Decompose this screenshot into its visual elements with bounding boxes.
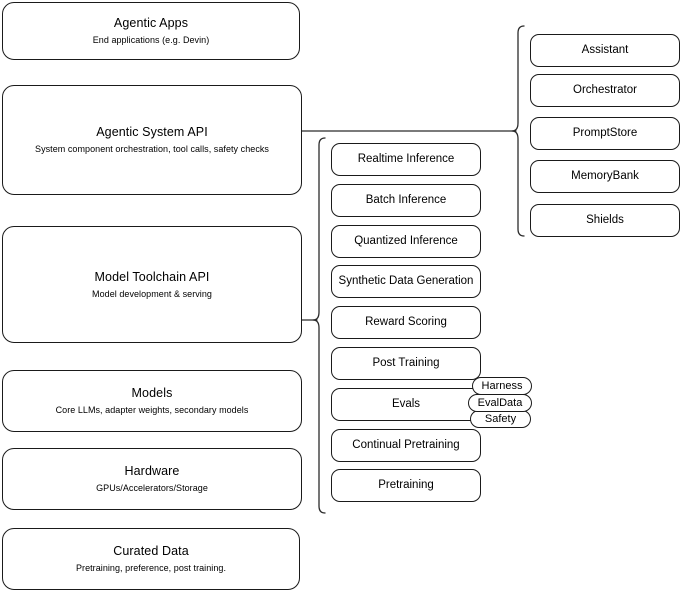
agentic-item-shields[interactable]: Shields bbox=[530, 204, 680, 237]
toolchain-item-label: Quantized Inference bbox=[354, 235, 458, 247]
layer-model-toolchain-api[interactable]: Model Toolchain API Model development & … bbox=[2, 226, 302, 343]
layer-title: Hardware bbox=[124, 464, 180, 478]
agentic-item-label: Orchestrator bbox=[573, 84, 637, 96]
toolchain-item-label: Reward Scoring bbox=[365, 316, 447, 328]
layer-subtitle: Pretraining, preference, post training. bbox=[75, 563, 227, 573]
eval-badge-label: Safety bbox=[484, 412, 517, 425]
agentic-item-orchestrator[interactable]: Orchestrator bbox=[530, 74, 680, 107]
agentic-item-label: PromptStore bbox=[572, 127, 638, 139]
eval-badge-harness[interactable]: Harness bbox=[472, 377, 532, 395]
eval-badge-label: EvalData bbox=[477, 396, 523, 409]
layer-title: Curated Data bbox=[113, 544, 189, 558]
toolchain-item-label: Synthetic Data Generation bbox=[338, 275, 474, 287]
eval-badge-label: Harness bbox=[481, 379, 523, 392]
agentic-item-assistant[interactable]: Assistant bbox=[530, 34, 680, 67]
eval-badge-evaldata[interactable]: EvalData bbox=[468, 394, 532, 412]
toolchain-item-label: Batch Inference bbox=[365, 194, 447, 206]
agentic-item-label: MemoryBank bbox=[571, 170, 639, 182]
layer-title: Agentic System API bbox=[96, 125, 208, 139]
toolchain-item-reward-scoring[interactable]: Reward Scoring bbox=[331, 306, 481, 339]
toolchain-item-label: Evals bbox=[391, 398, 421, 410]
layer-title: Model Toolchain API bbox=[94, 269, 210, 284]
agentic-item-promptstore[interactable]: PromptStore bbox=[530, 117, 680, 150]
layer-subtitle: End applications (e.g. Devin) bbox=[92, 35, 210, 45]
toolchain-item-realtime-inference[interactable]: Realtime Inference bbox=[331, 143, 481, 176]
agentic-item-label: Assistant bbox=[581, 44, 629, 56]
agentic-item-memorybank[interactable]: MemoryBank bbox=[530, 160, 680, 193]
layer-models[interactable]: Models Core LLMs, adapter weights, secon… bbox=[2, 370, 302, 432]
layer-subtitle: Core LLMs, adapter weights, secondary mo… bbox=[55, 405, 249, 415]
toolchain-item-pretraining[interactable]: Pretraining bbox=[331, 469, 481, 502]
layer-subtitle: Model development & serving bbox=[92, 288, 212, 299]
toolchain-item-evals[interactable]: Evals bbox=[331, 388, 481, 421]
toolchain-item-quantized-inference[interactable]: Quantized Inference bbox=[331, 225, 481, 258]
layer-subtitle: System component orchestration, tool cal… bbox=[35, 144, 269, 154]
agentic-item-label: Shields bbox=[586, 214, 624, 226]
layer-title: Agentic Apps bbox=[113, 16, 189, 30]
layer-hardware[interactable]: Hardware GPUs/Accelerators/Storage bbox=[2, 448, 302, 510]
toolchain-item-label: Pretraining bbox=[378, 479, 434, 491]
layer-subtitle: GPUs/Accelerators/Storage bbox=[96, 483, 208, 493]
layer-curated-data[interactable]: Curated Data Pretraining, preference, po… bbox=[2, 528, 300, 590]
toolchain-item-label: Continual Pretraining bbox=[352, 439, 460, 451]
toolchain-item-synthetic-data-generation[interactable]: Synthetic Data Generation bbox=[331, 265, 481, 298]
brace-toolchain-components bbox=[312, 137, 326, 514]
toolchain-item-label: Post Training bbox=[372, 357, 440, 369]
toolchain-item-label: Realtime Inference bbox=[357, 153, 455, 165]
toolchain-item-post-training[interactable]: Post Training bbox=[331, 347, 481, 380]
eval-badge-safety[interactable]: Safety bbox=[470, 410, 531, 428]
toolchain-item-batch-inference[interactable]: Batch Inference bbox=[331, 184, 481, 217]
layer-agentic-system-api[interactable]: Agentic System API System component orch… bbox=[2, 85, 302, 195]
brace-agentic-components bbox=[511, 25, 525, 237]
layer-agentic-apps[interactable]: Agentic Apps End applications (e.g. Devi… bbox=[2, 2, 300, 60]
layer-title: Models bbox=[131, 386, 173, 400]
toolchain-item-continual-pretraining[interactable]: Continual Pretraining bbox=[331, 429, 481, 462]
